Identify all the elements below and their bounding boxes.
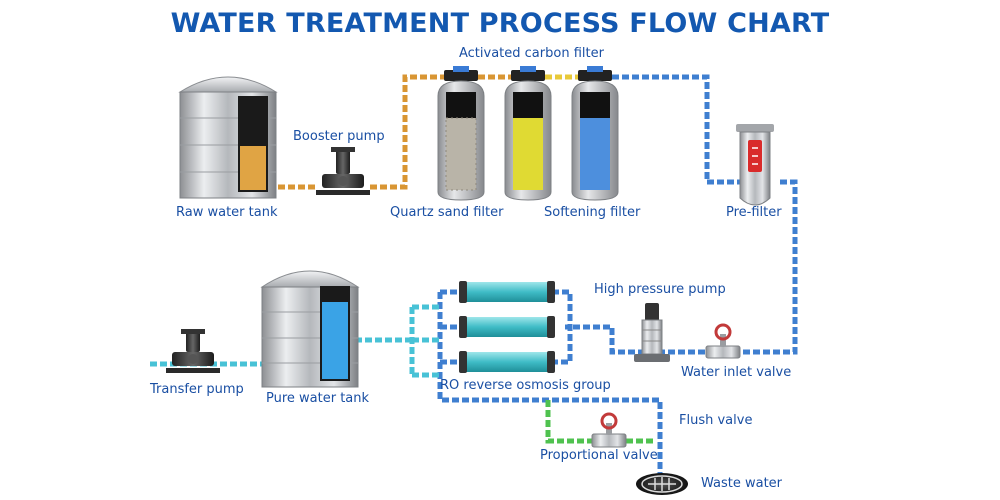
ro-membrane-2 — [459, 316, 555, 338]
label-flush-valve: Flush valve — [679, 413, 753, 428]
waste-water-pipe — [545, 400, 655, 444]
pre-filter — [736, 124, 774, 206]
pipe-softener-to-prefilter — [612, 74, 750, 185]
pure-water-tank — [260, 270, 360, 388]
drain-icon — [636, 473, 688, 495]
label-water-inlet-valve: Water inlet valve — [681, 365, 792, 380]
raw-water-tank — [178, 76, 278, 199]
pipe-waste-branch — [545, 400, 592, 444]
ro-reverse-osmosis-group — [459, 281, 555, 373]
activated-carbon-filter — [504, 66, 552, 201]
label-pre-filter: Pre-filter — [726, 205, 782, 220]
transfer-pump — [166, 329, 220, 373]
page-title: WATER TREATMENT PROCESS FLOW CHART — [170, 8, 830, 39]
ro-membrane-3 — [459, 351, 555, 373]
treated-water-pipe — [437, 74, 798, 478]
pipe-ro-concentrate — [552, 289, 573, 365]
label-ro-group: RO reverse osmosis group — [440, 378, 611, 393]
raw-pipe-pump-to-filters — [370, 74, 445, 190]
label-softening-filter: Softening filter — [544, 205, 641, 220]
label-booster-pump: Booster pump — [293, 129, 385, 144]
water-inlet-valve — [705, 323, 741, 359]
pipe-ro-to-pure-tank — [358, 304, 440, 378]
raw-water-pipe — [268, 74, 512, 190]
high-pressure-pump — [634, 303, 670, 362]
label-waste-water: Waste water — [701, 476, 783, 491]
pipe-prefilter-to-inlet — [740, 179, 798, 355]
label-transfer-pump: Transfer pump — [150, 382, 244, 397]
label-proportional-valve: Proportional valve — [540, 448, 658, 463]
softening-filter — [571, 66, 619, 201]
pure-water-pipe — [150, 304, 440, 378]
ro-membrane-1 — [459, 281, 555, 303]
proportional-valve — [591, 412, 627, 448]
label-raw-water-tank: Raw water tank — [176, 205, 278, 220]
pipe-ro-feed-manifold — [437, 289, 663, 478]
label-quartz-sand-filter: Quartz sand filter — [390, 205, 504, 220]
booster-pump — [316, 147, 370, 195]
label-activated-carbon-filter: Activated carbon filter — [459, 46, 604, 61]
label-high-pressure-pump: High pressure pump — [594, 282, 726, 297]
quartz-sand-filter — [437, 66, 485, 201]
flush-valve — [653, 408, 667, 430]
pipe-inlet-to-hp-pump — [565, 324, 705, 355]
label-pure-water-tank: Pure water tank — [266, 391, 370, 406]
